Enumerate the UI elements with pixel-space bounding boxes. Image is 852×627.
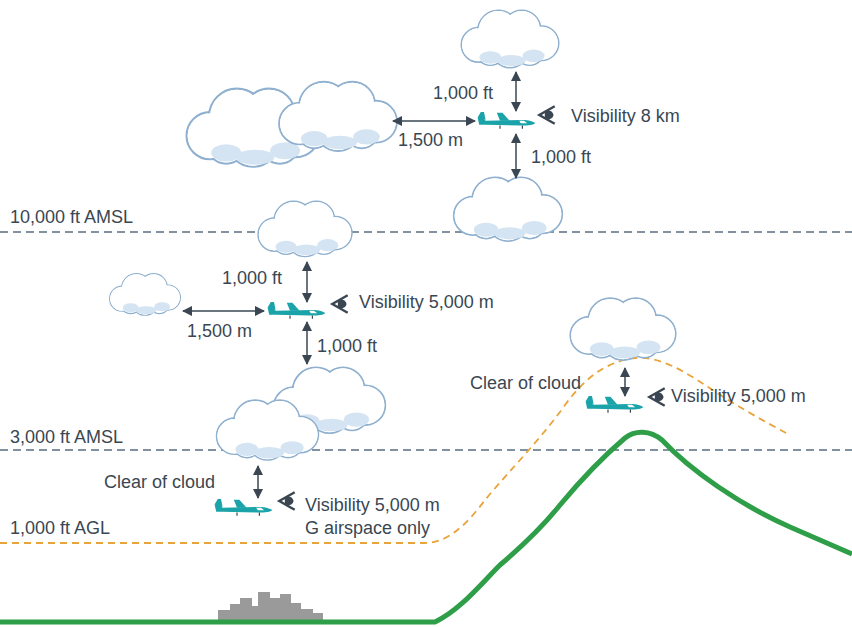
- dimension-label: Visibility 5,000 m: [671, 386, 806, 406]
- dimension-label: Clear of cloud: [104, 472, 215, 492]
- dimension-label: 1,500 m: [398, 130, 463, 150]
- dimension-label: 1,500 m: [187, 321, 252, 341]
- dimension-label: 1,000 ft: [222, 268, 282, 288]
- dimension-label: 3,000 ft AMSL: [10, 427, 123, 447]
- dimension-label: Visibility 5,000 m: [305, 495, 440, 515]
- dimension-label: 10,000 ft AMSL: [10, 207, 133, 227]
- dimension-label: Visibility 8 km: [571, 106, 680, 126]
- dimension-label: 1,000 ft: [531, 147, 591, 167]
- dimension-label: Clear of cloud: [470, 373, 581, 393]
- dimension-label: G airspace only: [305, 518, 430, 538]
- dimension-label: Visibility 5,000 m: [359, 292, 494, 312]
- dimension-label: 1,000 ft: [433, 83, 493, 103]
- dimension-label: 1,000 ft: [317, 336, 377, 356]
- dimension-label: 1,000 ft AGL: [10, 518, 110, 538]
